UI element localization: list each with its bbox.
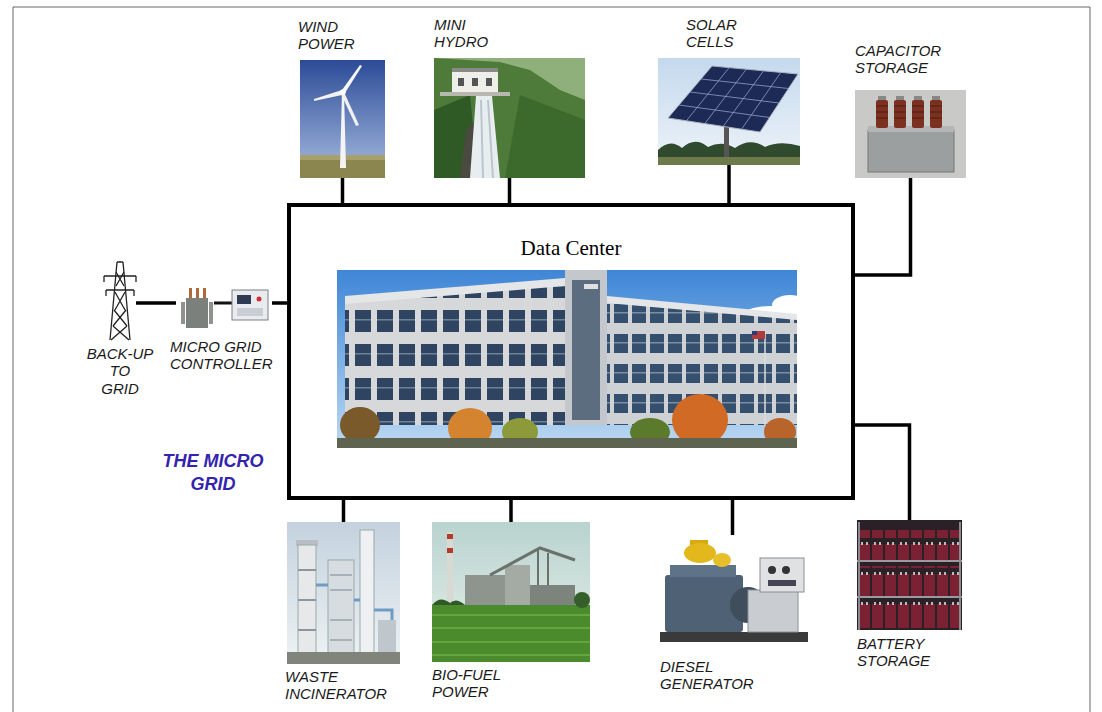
power-line <box>508 178 512 203</box>
wind-turbine-photo <box>300 60 385 178</box>
power-line <box>136 301 176 305</box>
node-label: WASTE INCINERATOR <box>285 668 395 703</box>
diesel-generator-photo <box>660 540 808 642</box>
waste-incinerator-photo <box>287 522 400 664</box>
battery-storage-picture: BATTERY STORAGE <box>857 520 962 630</box>
power-line <box>731 500 735 535</box>
capacitor-storage-picture: CAPACITOR STORAGE <box>855 90 966 178</box>
node-label: BACK-UP TO GRID <box>84 345 156 397</box>
node-label: SOLAR CELLS <box>686 16 756 51</box>
waste-incinerator-picture: WASTE INCINERATOR <box>287 522 400 664</box>
power-line <box>341 178 345 203</box>
node-label: WIND POWER <box>298 18 368 53</box>
power-line <box>855 178 911 275</box>
power-line <box>727 165 731 203</box>
capacitor-bank-photo <box>855 90 966 178</box>
solar-panel-photo <box>658 58 800 165</box>
node-label: CAPACITOR STORAGE <box>855 42 965 77</box>
image-frame <box>13 7 1090 712</box>
transformer-and-controller <box>182 288 268 328</box>
node-label: DIESEL GENERATOR <box>660 658 760 693</box>
power-line <box>342 500 346 522</box>
power-line <box>509 500 513 522</box>
transmission-tower <box>104 262 136 340</box>
power-line <box>855 425 910 520</box>
data-center-building-photo <box>337 270 808 448</box>
solar-cells-picture: SOLAR CELLS <box>658 58 800 165</box>
node-label: BIO-FUEL POWER <box>432 666 512 701</box>
bio-fuel-plant-photo <box>432 522 590 662</box>
power-line <box>272 301 287 305</box>
mini-hydro-photo <box>434 58 585 178</box>
battery-rack-photo <box>857 520 962 630</box>
grid-tower-picture: BACK-UP TO GRID <box>104 262 136 340</box>
micro-grid-controller-picture: MICRO GRID CONTROLLER <box>176 285 272 330</box>
box-heading: Data Center <box>291 236 851 261</box>
node-label: BATTERY STORAGE <box>857 635 937 670</box>
mini-hydro-picture: MINI HYDRO <box>434 58 585 178</box>
diesel-generator-picture: DIESEL GENERATOR <box>655 535 810 650</box>
node-label: MICRO GRID CONTROLLER <box>170 338 278 373</box>
wind-power-picture: WIND POWER <box>300 60 385 178</box>
bio-fuel-power-picture: BIO-FUEL POWER <box>432 522 590 662</box>
diagram-title: THE MICRO GRID <box>148 450 278 495</box>
data-center-box: Data Center <box>287 203 855 500</box>
node-label: MINI HYDRO <box>434 16 504 51</box>
